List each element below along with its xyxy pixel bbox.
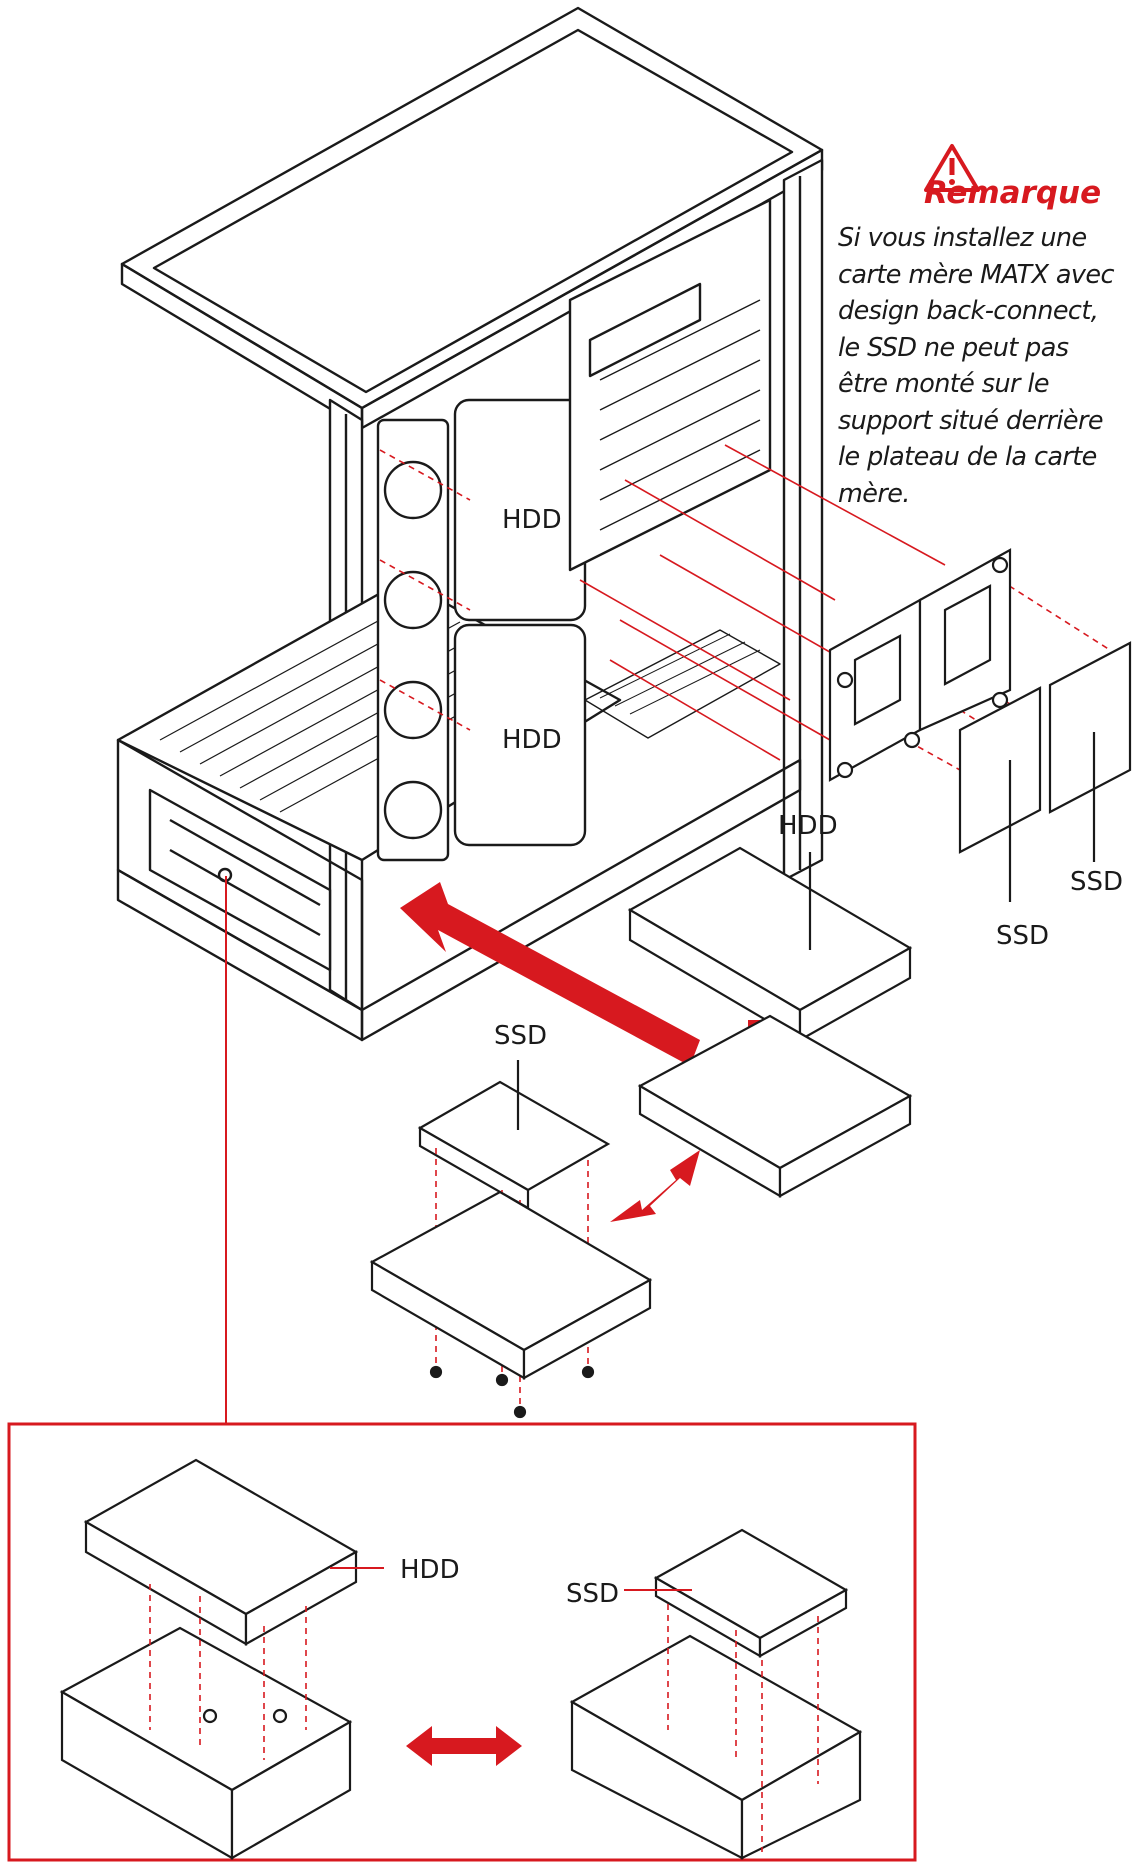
hdd-tray-drive — [627, 846, 913, 1042]
inset-swap-arrow — [406, 1726, 522, 1766]
label-ssd-rear-2: SSD — [996, 921, 1049, 951]
inset-frame — [7, 1422, 917, 1862]
remark-note: Remarque Si vous installez une carte mèr… — [838, 176, 1138, 512]
ssd-rear-bracket — [828, 548, 1012, 782]
pc-case — [116, 6, 824, 1042]
swap-arrow — [610, 1150, 700, 1222]
label-hdd-upper: HDD — [502, 505, 562, 535]
ssd-rear-drives — [958, 641, 1132, 902]
remark-line: le plateau de la carte — [838, 442, 1097, 472]
label-ssd-rear-1: SSD — [1070, 867, 1123, 897]
label-ssd-inset: SSD — [566, 1579, 619, 1609]
remark-body: Si vous installez une carte mère MATX av… — [838, 220, 1138, 512]
inset-ssd-assembly — [569, 1528, 863, 1860]
remark-line: le SSD ne peut pas — [838, 332, 1069, 363]
inset-ssd-guides — [667, 1604, 819, 1852]
label-hdd-tray: HDD — [778, 811, 838, 841]
remark-line: être monté sur le — [838, 369, 1050, 399]
label-hdd-lower: HDD — [502, 725, 562, 755]
ssd-tray-drive — [417, 1060, 611, 1210]
inset-hdd-guides — [149, 1584, 307, 1760]
remark-line: design back-connect, — [838, 296, 1099, 326]
label-ssd-tray: SSD — [494, 1021, 547, 1051]
remark-line: carte mère MATX avec — [838, 259, 1115, 290]
insert-arrow — [400, 882, 700, 1066]
drive-tray-left — [369, 1190, 653, 1419]
remark-line: Si vous installez une — [838, 223, 1087, 253]
remark-line: support situé derrière — [838, 405, 1104, 436]
inset-hdd-assembly — [59, 1458, 359, 1860]
drive-tray-right — [637, 1014, 913, 1198]
remark-line: mère. — [838, 478, 910, 509]
label-hdd-inset: HDD — [400, 1555, 460, 1585]
remark-title: Remarque — [924, 175, 1102, 211]
warning-icon — [924, 144, 980, 192]
